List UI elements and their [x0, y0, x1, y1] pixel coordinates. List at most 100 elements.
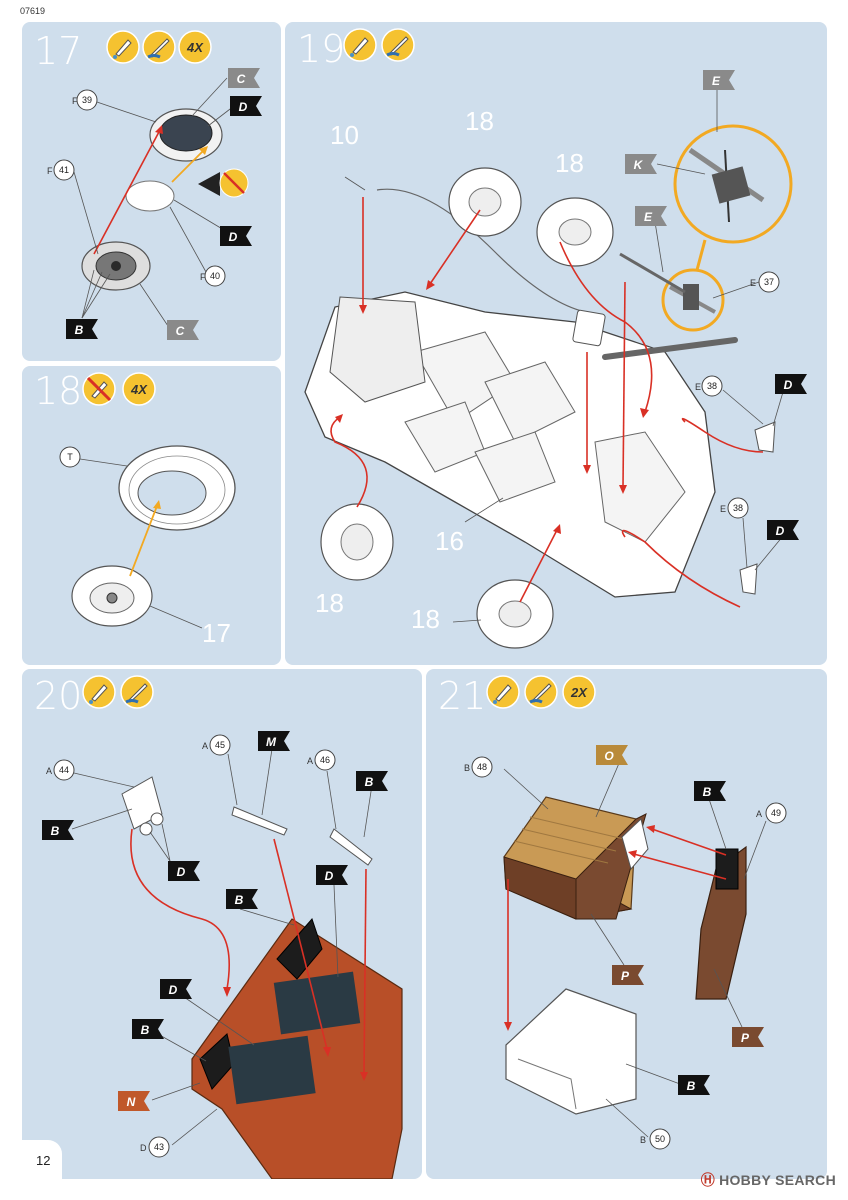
flag-label: P [612, 965, 644, 985]
step-21-panel: 21 2X B 48 [426, 669, 827, 1179]
svg-text:D: D [325, 869, 334, 883]
document-code: 07619 [20, 6, 46, 16]
svg-text:E: E [695, 382, 701, 392]
svg-text:38: 38 [707, 381, 717, 391]
reference-number: 18 [555, 148, 584, 178]
svg-text:41: 41 [59, 165, 69, 175]
flag-label: D [316, 865, 348, 885]
wheel-part [448, 167, 522, 237]
flag-label: B [132, 1019, 164, 1039]
glue-icon [343, 28, 377, 62]
frame-part [231, 806, 288, 836]
svg-text:E: E [644, 210, 653, 224]
step-19-diagram: 10 18 18 18 18 16 E 37 E 38 E 38 E K E D… [304, 70, 807, 649]
repeat-label: 4X [186, 40, 204, 55]
svg-text:C: C [237, 72, 246, 86]
part-callout: D 43 [140, 1136, 170, 1158]
hubcap-inner [159, 114, 213, 152]
wheel-part [476, 579, 554, 649]
page-number: 12 [0, 1140, 62, 1185]
flag-label: B [356, 771, 388, 791]
svg-text:B: B [235, 893, 244, 907]
disc-part [125, 180, 175, 212]
glue-icon [106, 30, 140, 64]
part-callout: A 44 [46, 759, 75, 781]
flag-label: D [230, 96, 262, 116]
flag-label: D [168, 861, 200, 881]
paint-icon [120, 675, 154, 709]
wheel-part [536, 197, 614, 267]
step-19-panel: 19 [285, 22, 827, 665]
part-callout: A 45 [202, 734, 231, 756]
reference-number: 18 [411, 604, 440, 634]
svg-text:P: P [741, 1031, 750, 1045]
svg-text:45: 45 [215, 740, 225, 750]
svg-text:37: 37 [764, 277, 774, 287]
flag-label: B [226, 889, 258, 909]
svg-text:4X: 4X [130, 382, 148, 397]
part-callout: F 41 [47, 159, 75, 181]
part-callout: F 40 [200, 265, 226, 287]
svg-text:D: D [177, 865, 186, 879]
flag-label: D [160, 979, 192, 999]
flag-label: P [732, 1027, 764, 1047]
svg-text:49: 49 [771, 808, 781, 818]
svg-text:A: A [46, 766, 52, 776]
part-callout: B 48 [464, 756, 493, 778]
part-callout: A 49 [756, 802, 787, 824]
reference-number: 10 [330, 120, 359, 150]
svg-text:E: E [712, 74, 721, 88]
svg-text:D: D [239, 100, 248, 114]
glue-icon [486, 675, 520, 709]
svg-text:2X: 2X [570, 685, 588, 700]
flag-label: M [258, 731, 290, 751]
flag-label: N [118, 1091, 150, 1111]
svg-text:A: A [202, 741, 208, 751]
flag-label: D [775, 374, 807, 394]
step-21-diagram: B 48 A 49 B 50 O B P P B [464, 745, 787, 1150]
step-number: 19 [297, 27, 346, 71]
wheel-part [320, 503, 394, 581]
step-18-panel: 18 4X T 17 [22, 366, 281, 665]
reference-number: 18 [315, 588, 344, 618]
svg-text:A: A [756, 809, 762, 819]
svg-text:B: B [141, 1023, 150, 1037]
part-callout: E 38 [720, 497, 749, 519]
part-callout: E 38 [695, 375, 723, 397]
reference-number: 16 [435, 526, 464, 556]
paint-icon [381, 28, 415, 62]
svg-text:A: A [307, 756, 313, 766]
flag-label: C [167, 320, 199, 340]
svg-text:O: O [604, 749, 614, 763]
part-callout: A 46 [307, 749, 336, 771]
step-20-diagram: A 44 A 45 A 46 D 43 M B B D D B D B N [42, 731, 403, 1179]
step-number: 21 [438, 674, 487, 718]
paint-icon [524, 675, 558, 709]
reference-number: 18 [465, 106, 494, 136]
frame-part [329, 828, 373, 866]
flag-label: B [678, 1075, 710, 1095]
paint-icon [142, 30, 176, 64]
tab-part [754, 421, 776, 453]
flag-label: B [66, 319, 98, 339]
tab-part [739, 563, 758, 595]
glue-icon [82, 675, 116, 709]
svg-text:E: E [750, 278, 756, 288]
flag-label: O [596, 745, 628, 765]
svg-text:P: P [621, 969, 630, 983]
reference-number: 17 [202, 618, 231, 648]
repeat-icon: 4X [122, 372, 156, 406]
svg-text:K: K [634, 158, 644, 172]
flag-label: D [767, 520, 799, 540]
svg-text:B: B [365, 775, 374, 789]
svg-text:E: E [720, 504, 726, 514]
part-callout: T [59, 446, 81, 468]
svg-text:B: B [640, 1135, 646, 1145]
no-glue-icon [82, 372, 116, 406]
flag-label: B [694, 781, 726, 801]
repeat-icon: 4X [178, 30, 212, 64]
svg-text:D: D [784, 378, 793, 392]
svg-text:F: F [47, 166, 53, 176]
svg-text:B: B [703, 785, 712, 799]
